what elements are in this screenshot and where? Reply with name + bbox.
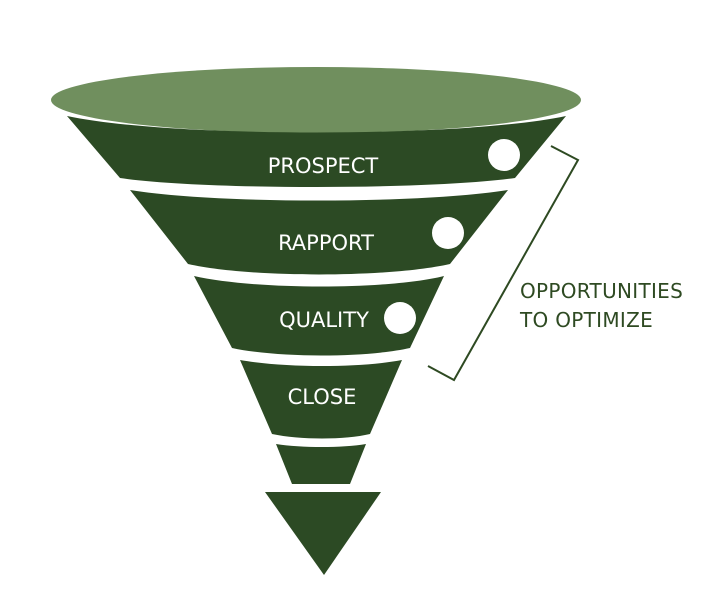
funnel-stage-close — [240, 360, 402, 439]
stage-label-rapport: RAPPORT — [278, 231, 374, 255]
stage-label-quality: QUALITY — [279, 308, 369, 332]
opportunities-bracket — [427, 145, 580, 382]
funnel-stage-tip — [265, 492, 381, 575]
funnel-stage-prospect — [67, 116, 566, 187]
callout-line-2: TO OPTIMIZE — [520, 308, 654, 332]
stage-label-prospect: PROSPECT — [268, 154, 379, 178]
funnel-stage-5 — [276, 444, 366, 484]
funnel-stage-quality — [194, 276, 444, 356]
stage-marker-quality — [384, 302, 416, 334]
funnel-stage-rapport — [130, 190, 508, 275]
stage-marker-rapport — [432, 217, 464, 249]
stage-label-close: CLOSE — [288, 385, 357, 409]
callout-line-1: OPPORTUNITIES — [520, 279, 684, 303]
stage-marker-prospect — [488, 139, 520, 171]
funnel-rim — [51, 67, 581, 133]
opportunities-callout: OPPORTUNITIES TO OPTIMIZE — [520, 277, 715, 335]
